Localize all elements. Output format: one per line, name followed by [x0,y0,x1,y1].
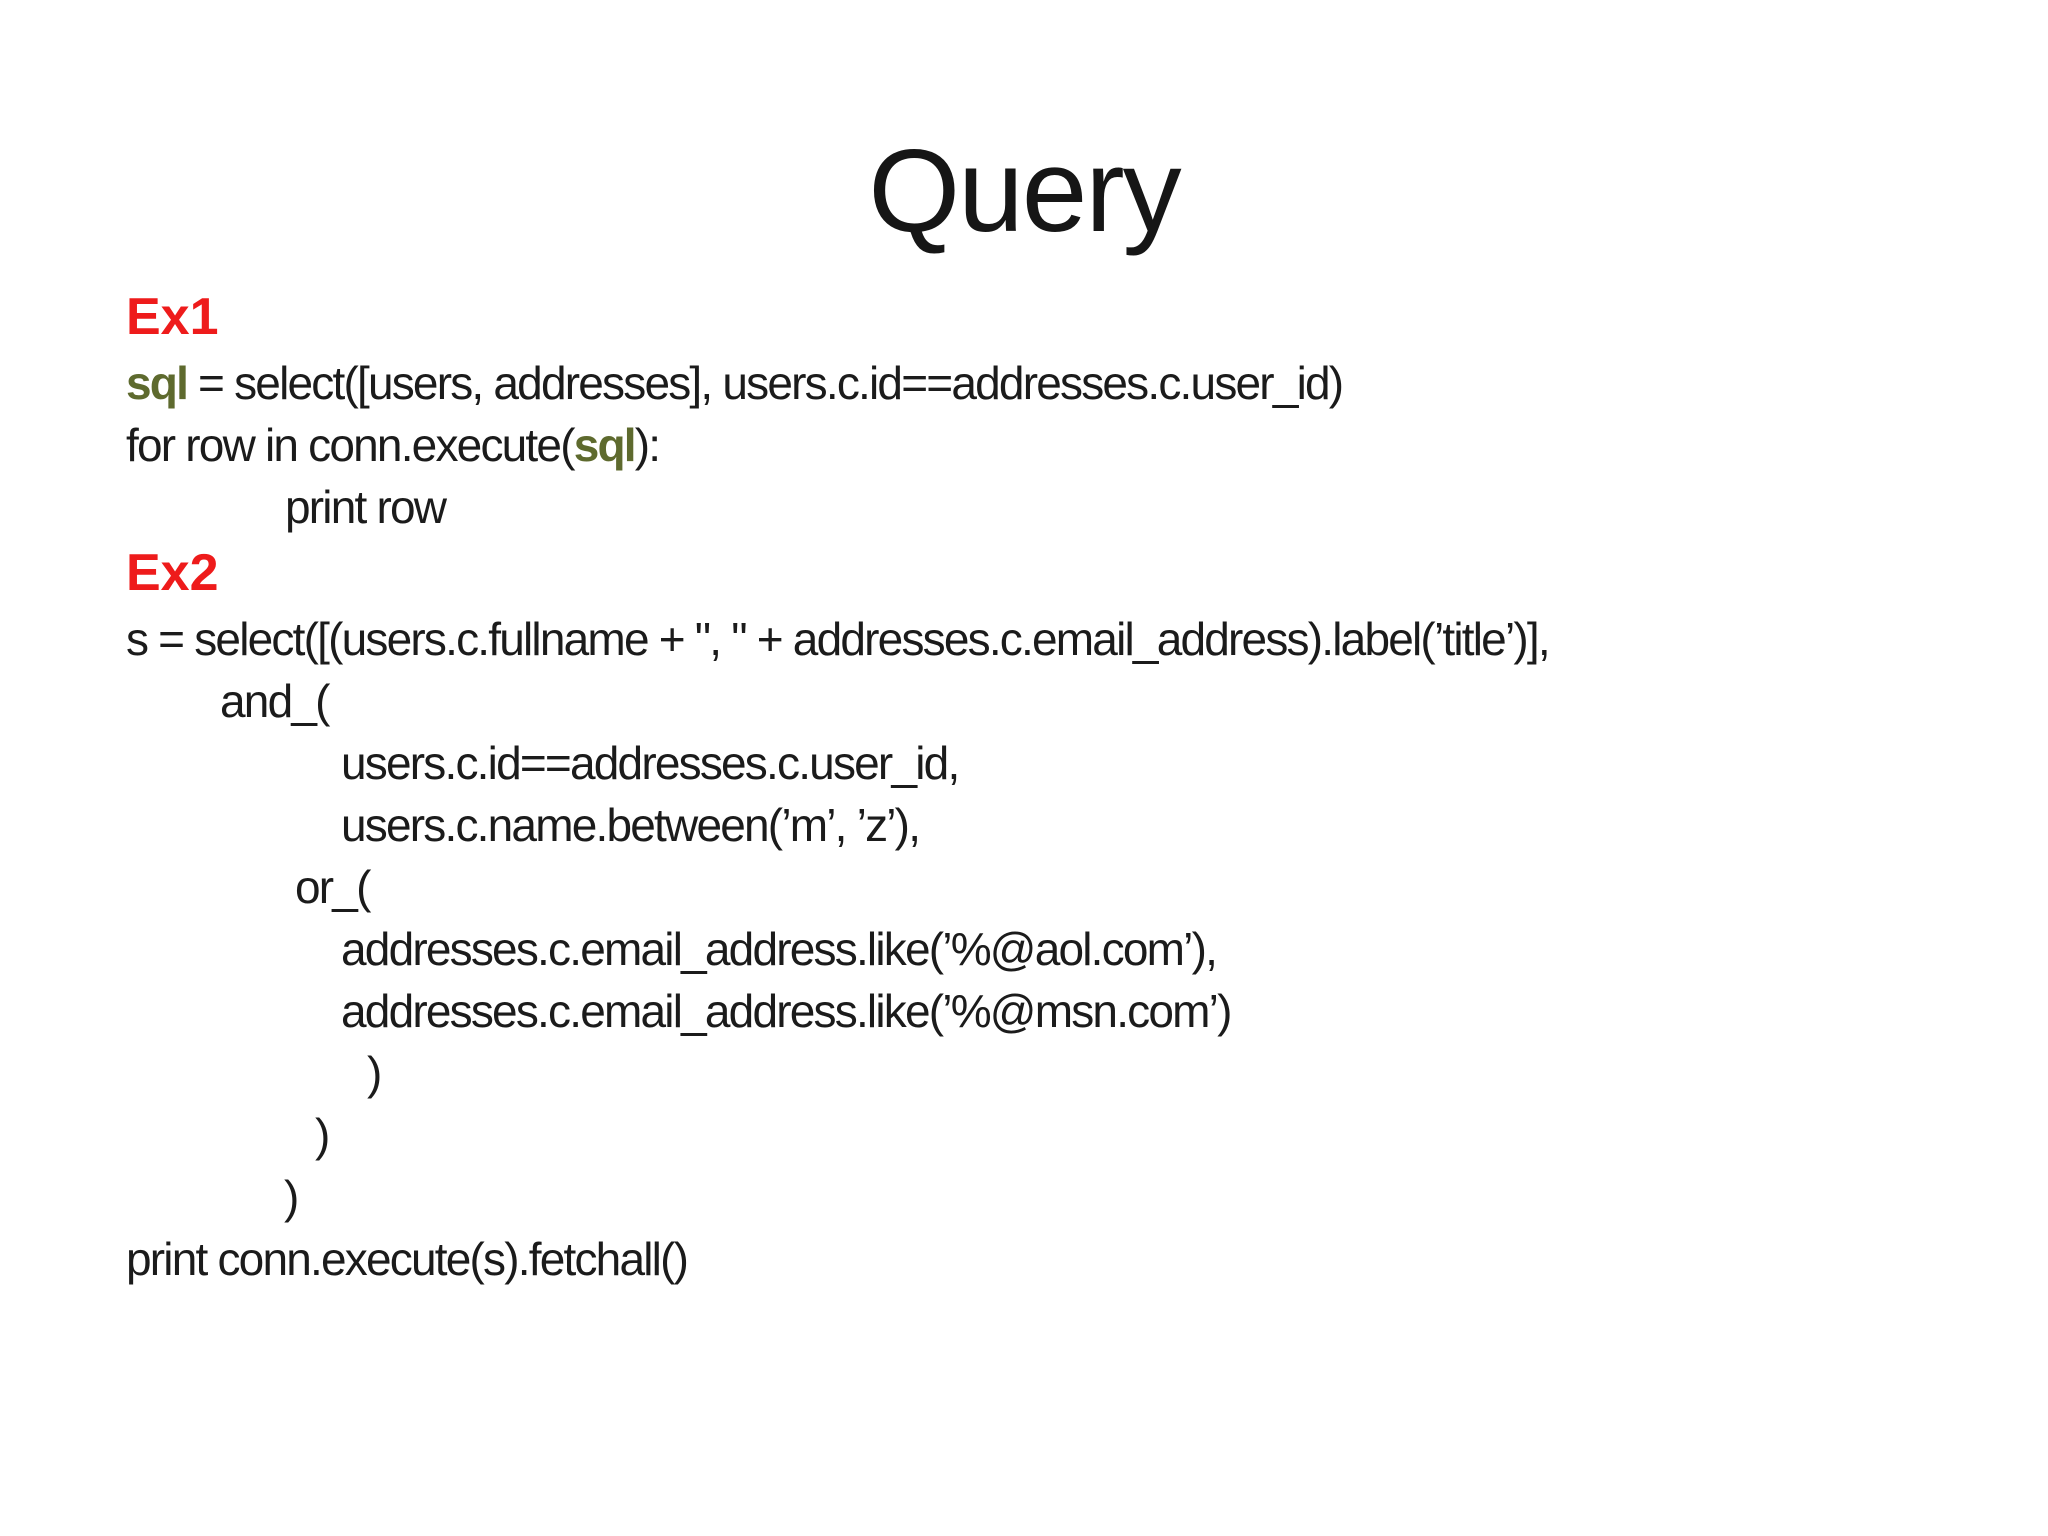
code-line: s = select([(users.c.fullname + ", " + a… [126,608,1988,670]
code-text: ) [315,1109,330,1161]
code-line: print row [126,476,1988,538]
code-line: addresses.c.email_address.like(’%@msn.co… [126,980,1988,1042]
code-text: ): [634,419,661,471]
code-text: s = select([(users.c.fullname + ", " + a… [126,613,1551,665]
code-text: for row in conn.execute( [126,419,576,471]
code-line: users.c.name.between(’m’, ’z’), [126,794,1988,856]
code-line: ) [126,1042,1988,1104]
code-text: and_( [220,675,330,727]
ex2-code-block: s = select([(users.c.fullname + ", " + a… [126,608,1988,1290]
ex2-heading: Ex2 [126,544,219,602]
code-line: and_( [126,670,1988,732]
code-text: print row [285,481,447,533]
code-line: addresses.c.email_address.like(’%@aol.co… [126,918,1988,980]
code-line: for row in conn.execute(sql): [126,414,1988,476]
code-line: or_( [126,856,1988,918]
slide-title: Query [868,125,1181,257]
code-text: print conn.execute(s).fetchall() [126,1233,689,1285]
code-line: ) [126,1104,1988,1166]
code-text: ) [367,1047,382,1099]
code-text: ) [284,1171,299,1223]
slide-content: Ex1 sql = select([users, addresses], use… [126,282,1988,1290]
sql-keyword-token: sql [573,419,637,471]
ex1-heading: Ex1 [126,288,219,346]
sql-keyword-token: sql [126,357,189,409]
code-line: users.c.id==addresses.c.user_id, [126,732,1988,794]
code-text: or_( [295,861,371,913]
code-line: sql = select([users, addresses], users.c… [126,352,1988,414]
code-line: print conn.execute(s).fetchall() [126,1228,1988,1290]
code-text: addresses.c.email_address.like(’%@aol.co… [341,923,1218,975]
code-text: users.c.id==addresses.c.user_id, [341,737,960,789]
code-line: ) [126,1166,1988,1228]
code-text: users.c.name.between(’m’, ’z’), [341,799,921,851]
code-text: addresses.c.email_address.like(’%@msn.co… [341,985,1232,1037]
code-text: = select([users, addresses], users.c.id=… [187,357,1344,409]
ex1-code-block: sql = select([users, addresses], users.c… [126,352,1988,538]
